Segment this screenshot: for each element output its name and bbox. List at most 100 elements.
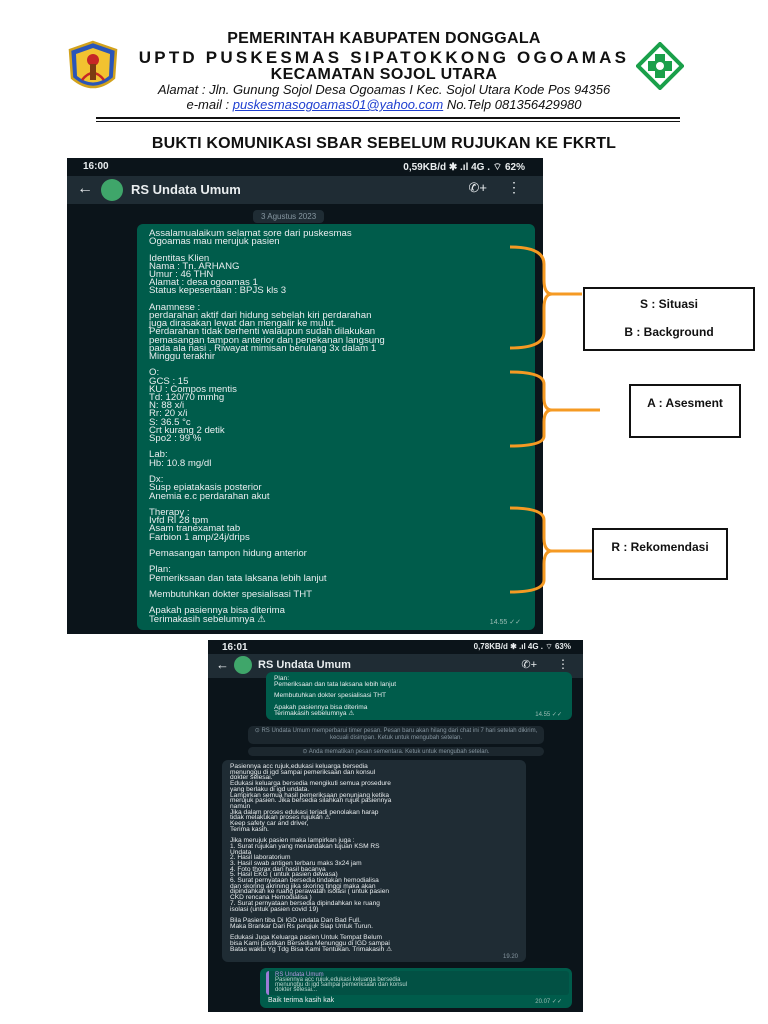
chat-screenshot-2: 16:01 0,78KB/d ✱ .ıl 4G . ⌔ 63% ← RS Und… [208, 640, 583, 1012]
message-line: juga dirasakan lewat dan mengalir ke mul… [149, 318, 337, 330]
message-line: Jika dalam proses edukasi terjadi penola… [230, 808, 379, 816]
annotation-r: R : Rekomendasi [611, 540, 709, 554]
avatar-2[interactable] [234, 656, 252, 674]
message-line: dipindahkan ke ruang perawatan isolasi (… [230, 888, 390, 896]
annotation-situasi-background: S : Situasi B : Background [583, 287, 755, 351]
donggala-regency-logo [68, 40, 118, 89]
message-line: namun [230, 802, 251, 810]
message-line: 6. Surat pernyataan bersedia tindakan he… [230, 877, 379, 885]
message-line [149, 558, 385, 566]
back-arrow-icon[interactable]: ← [216, 657, 229, 672]
message-line: Edukasi Juga Keluarga pasien Untuk Tempa… [230, 934, 382, 942]
annotation-s: S : Situasi [639, 297, 698, 311]
message-line: Susp epiatakasis posterior [149, 482, 262, 494]
add-call-icon[interactable]: ✆+ [521, 659, 537, 671]
outgoing-message[interactable]: Assalamualaikum selamat sore dari puskes… [137, 224, 535, 630]
message-line [149, 468, 385, 476]
email-link[interactable]: puskesmasogoamas01@yahoo.com [232, 97, 444, 112]
message-line: Anamnese : [149, 301, 201, 313]
document-title: BUKTI KOMUNIKASI SBAR SEBELUM RUJUKAN KE… [151, 135, 617, 152]
back-arrow-icon[interactable]: ← [77, 180, 93, 197]
message-line: Edukasi keluarga bersedia mengikuti semu… [230, 780, 391, 788]
message-line: Spo2 : 99 % [149, 433, 202, 445]
incoming-message-text: Pasiennya acc rujuk,edukasi keluarga ber… [230, 763, 393, 953]
message-line: Crt kurang 2 detik [149, 424, 225, 436]
message-line [149, 443, 385, 451]
incoming-message[interactable]: Pasiennya acc rujuk,edukasi keluarga ber… [222, 760, 526, 962]
puskesmas-logo [636, 42, 684, 90]
message-line: Membutuhkan dokter spesialisasi THT [149, 588, 312, 600]
message-line: 1. Surat rujukan yang menandakan tujuan … [230, 842, 380, 850]
message-line: Undata [230, 848, 252, 856]
status-bar-2: 16:01 0,78KB/d ✱ .ıl 4G . ⌔ 63% [208, 640, 583, 658]
message-line: Rr: 20 x/i [149, 408, 188, 420]
message-line: 3. Hasil swab antigen terbaru maks 3x24 … [230, 859, 362, 867]
message-line: pada ala nasi . Riwayat mimisan berulang… [149, 342, 377, 354]
letterhead-rule [96, 117, 680, 119]
letterhead-government: PEMERINTAH KABUPATEN DONGGALA [227, 30, 541, 47]
avatar[interactable] [101, 179, 123, 201]
phone-number: No.Telp 081356429980 [443, 97, 582, 112]
message-line: Assalamualaikum selamat sore dari puskes… [149, 228, 352, 239]
contact-name[interactable]: RS Undata Umum [131, 182, 241, 197]
system-note-disabled[interactable]: ⊙ Anda mematikan pesan sementara. Ketuk … [248, 747, 544, 756]
reply-time: 20.07 ✓✓ [535, 999, 562, 1005]
quoted-sender: RS Undata Umum [275, 972, 324, 978]
contact-name-2[interactable]: RS Undata Umum [258, 659, 351, 671]
letterhead-district: KECAMATAN SOJOL UTARA [270, 66, 498, 83]
message-line: Dx: [149, 474, 164, 486]
message-text-prev: Plan:Pemeriksaan dan tata laksana lebih … [274, 675, 397, 717]
letterhead-institution: UPTD PUSKESMAS SIPATOKKONG OGOAMAS [138, 48, 630, 67]
incoming-message-time: 19.20 [502, 954, 518, 960]
message-line: Plan: [149, 564, 171, 576]
bracket-a [509, 370, 553, 448]
outgoing-reply[interactable]: RS Undata Umum Pasiennya acc rujuk,eduka… [260, 968, 572, 1008]
status-indicators-2: 0,78KB/d ✱ .ıl 4G . ⌔ 63% [473, 642, 571, 651]
email-label: e-mail : [186, 97, 233, 112]
add-call-icon[interactable]: ✆+ [468, 180, 487, 195]
chat-screenshot-1: 16:00 0,59KB/d ✱ .ıl 4G . ⌔ 62% ← RS Und… [67, 158, 543, 634]
outgoing-message-prev[interactable]: Plan:Pemeriksaan dan tata laksana lebih … [266, 672, 572, 720]
date-chip: 3 Agustus 2023 [253, 210, 325, 223]
message-line: Pemeriksaan dan tata laksana lebih lanju… [274, 680, 397, 688]
message-line: dokter selesai. [230, 774, 273, 782]
message-line: Td: 120/70 mmhg [149, 392, 225, 404]
annotation-a: A : Asesment [647, 396, 723, 410]
letterhead-address: Alamat : Jln. Gunung Sojol Desa Ogoamas … [157, 82, 611, 97]
system-note-timer[interactable]: ⊙ RS Undata Umum memperbarui timer pesan… [248, 726, 544, 744]
message-line: dan skoring akrining jika skoring tinggi… [230, 882, 376, 890]
quoted-message[interactable]: RS Undata Umum Pasiennya acc rujuk,eduka… [266, 971, 569, 995]
quoted-text: Pasiennya acc rujuk,edukasi keluarga ber… [275, 977, 407, 994]
message-line: Farbion 1 amp/24j/drips [149, 531, 250, 543]
message-time-prev: 14.55 ✓✓ [535, 712, 562, 718]
status-time: 16:00 [83, 161, 109, 172]
message-line: Plan: [274, 675, 290, 682]
menu-dots-icon[interactable]: ⋮ [557, 657, 569, 671]
message-line: perdarahan aktif dari hidung sebelah kir… [149, 310, 372, 322]
letterhead-contact: e-mail : puskesmasogoamas01@yahoo.com No… [0, 97, 768, 112]
message-line: Perdarahan tidak berhenti walaupun sudah… [149, 326, 376, 338]
status-indicators: 0,59KB/d ✱ .ıl 4G . ⌔ 62% [403, 162, 525, 173]
annotation-asesment: A : Asesment [629, 384, 741, 438]
message-line: 4. Foto thorax dan hasil bacanya [230, 865, 326, 873]
message-line: N: 88 x/i [149, 400, 185, 412]
message-line: S: 36.5 °c [149, 416, 191, 428]
message-text: Assalamualaikum selamat sore dari puskes… [149, 228, 385, 624]
bracket-sb [509, 245, 553, 350]
message-line: yang berlaku di igd undata. [230, 785, 310, 793]
message-line: tidak melakukan proses rujukan ⚠ [230, 814, 331, 822]
message-line: dokter selesai... [275, 987, 318, 994]
menu-dots-icon[interactable]: ⋮ [507, 179, 521, 195]
message-line: Pasiennya acc rujuk,edukasi keluarga ber… [275, 977, 401, 983]
message-line: Terima kasih. [230, 825, 269, 833]
message-line: Hb: 10.8 mg/dl [149, 457, 212, 469]
message-line: Lampirkan semua hasil pemeriksaan penunj… [230, 791, 390, 799]
message-line: 7. Surat pernyataan bersedia dipindahkan… [230, 899, 380, 907]
message-line: Batas waktu Yg Tdg Bisa Kami Tentukan. T… [230, 945, 393, 953]
message-line: Pemeriksaan dan tata laksana lebih lanju… [149, 572, 327, 584]
message-line: KU : Compos mentis [149, 383, 237, 395]
message-line: Lab: [149, 449, 168, 461]
message-line: Status kepesertaan : BPJS kls 3 [149, 285, 287, 297]
bracket-overlays [509, 245, 600, 594]
message-line: Ogoamas mau merujuk pasien [149, 236, 280, 248]
